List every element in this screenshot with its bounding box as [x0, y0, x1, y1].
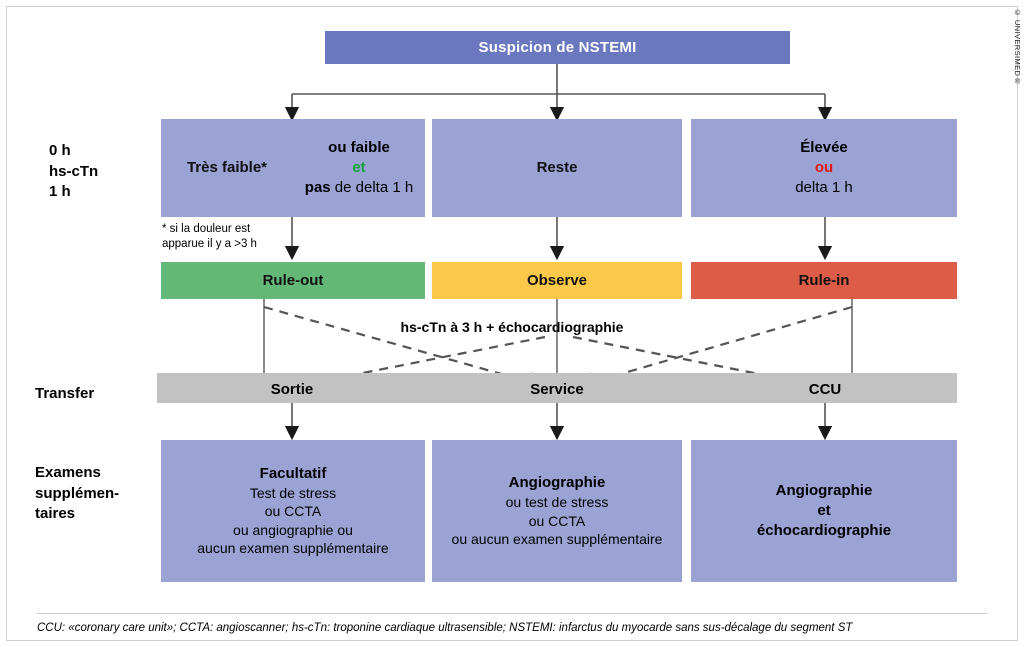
exam-box-right: Angiographie et échocardiographie — [691, 440, 957, 582]
transfer-node-ccu-label: CCU — [808, 381, 842, 398]
transfer-node-sortie: Sortie — [242, 381, 342, 398]
transfer-label: Transfer — [35, 385, 95, 402]
assessment-left-line3-rest: de delta 1 h — [330, 178, 414, 196]
footnote: * si la douleur est apparue il y a >3 h — [162, 222, 257, 253]
exam-middle-line-1: ou CCTA — [528, 512, 586, 529]
transfer-node-ccu: CCU — [775, 381, 875, 398]
exam-middle-heading: Angiographie — [508, 474, 606, 492]
footer-legend: CCU: «coronary care unit»; CCTA: angiosc… — [37, 613, 987, 634]
timing-line-2: 1 h — [49, 183, 71, 201]
followup-text: hs-cTn à 3 h + échocardiographie — [400, 319, 624, 335]
assessment-right-line1: Élevée — [800, 139, 848, 157]
exam-right-line-1: et — [817, 501, 831, 519]
title-label: Suspicion de NSTEMI — [478, 38, 637, 56]
decision-bar-rule-in: Rule-in — [691, 262, 957, 299]
exam-left-heading: Facultatif — [259, 465, 327, 483]
footnote-line-0: * si la douleur est — [162, 223, 251, 235]
exam-box-middle: Angiographie ou test de stress ou CCTA o… — [432, 440, 682, 582]
decision-label-rule-out: Rule-out — [262, 271, 324, 289]
assessment-right-conj: ou — [814, 159, 834, 177]
title-box: Suspicion de NSTEMI — [325, 31, 790, 64]
decision-label-observe: Observe — [526, 271, 588, 289]
diagram-frame: Suspicion de NSTEMI 0 h hs-cTn 1 h Trans… — [6, 6, 1018, 641]
decision-bar-rule-out: Rule-out — [161, 262, 425, 299]
assessment-right-line3: delta 1 h — [795, 178, 853, 196]
transfer-node-service: Service — [507, 381, 607, 398]
exams-line-1: supplémen- — [35, 484, 120, 502]
footnote-line-1: apparue il y a >3 h — [162, 238, 257, 251]
followup-label: hs-cTn à 3 h + échocardiographie — [7, 319, 1017, 335]
row-label-exams: Examens supplémen- taires — [35, 463, 119, 525]
decision-label-rule-in: Rule-in — [798, 271, 850, 289]
exam-right-line-0: Angiographie — [775, 481, 873, 499]
assessment-left-primary: Très faible* — [186, 159, 268, 177]
transfer-bar — [157, 373, 957, 403]
assessment-box-left: Très faible* ou faible et pas de delta 1… — [161, 119, 425, 217]
copyright-text: © UNIVERSIMED® — [1013, 8, 1022, 86]
timing-line-0: 0 h — [49, 142, 71, 159]
exam-middle-line-2: ou aucun examen supplémentaire — [451, 531, 663, 548]
transfer-node-sortie-label: Sortie — [270, 381, 314, 398]
exam-middle-line-0: ou test de stress — [505, 494, 609, 511]
exams-line-2: taires — [35, 505, 76, 523]
exam-left-line-2: ou angiographie ou — [233, 521, 353, 538]
assessment-middle-label: Reste — [536, 159, 578, 177]
exam-right-line-2: échocardiographie — [756, 522, 892, 540]
transfer-node-service-label: Service — [530, 381, 584, 398]
assessment-box-middle: Reste — [432, 119, 682, 217]
exam-left-line-1: ou CCTA — [264, 503, 322, 520]
assessment-box-right: Élevée ou delta 1 h — [691, 119, 957, 217]
copyright-notice: © UNIVERSIMED® — [1013, 8, 1022, 86]
row-label-transfer: Transfer — [35, 384, 94, 405]
footer-legend-text: CCU: «coronary care unit»; CCTA: angiosc… — [37, 622, 853, 634]
decision-bar-observe: Observe — [432, 262, 682, 299]
assessment-left-line1: ou faible — [328, 139, 390, 157]
row-label-timing: 0 h hs-cTn 1 h — [49, 141, 98, 203]
assessment-left-line3-bold: pas — [304, 178, 331, 196]
exam-left-line-3: aucun examen supplémentaire — [197, 540, 389, 557]
exam-box-left: Facultatif Test de stress ou CCTA ou ang… — [161, 440, 425, 582]
assessment-left-conj: et — [352, 159, 366, 177]
exams-line-0: Examens — [35, 464, 101, 481]
exam-left-line-0: Test de stress — [249, 484, 337, 501]
timing-line-1: hs-cTn — [49, 162, 99, 180]
